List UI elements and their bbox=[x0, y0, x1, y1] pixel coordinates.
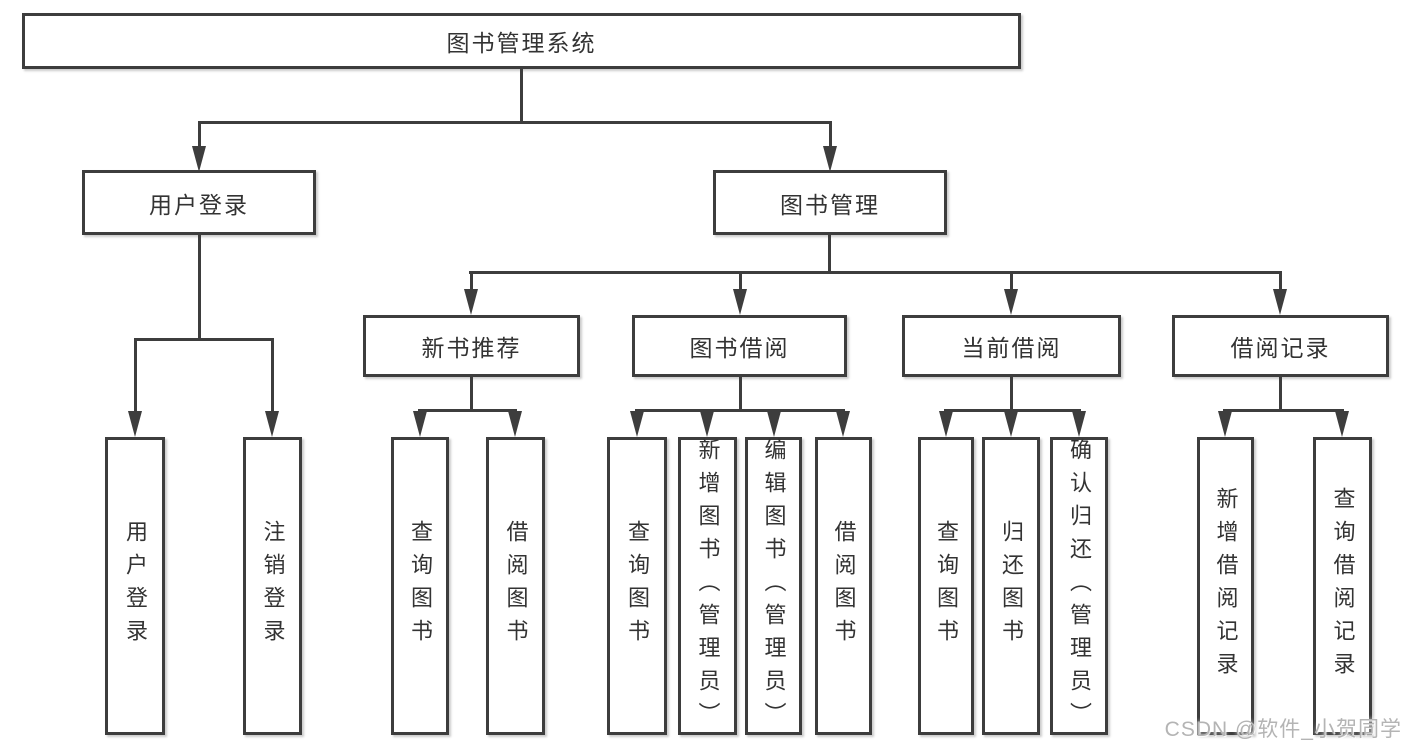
arrowhead-leaf-borrow-books-2 bbox=[836, 411, 850, 437]
connector-to-book-management bbox=[829, 121, 832, 149]
connector-user-login-bar bbox=[134, 338, 274, 341]
leaf-query-books-3-label: 查询图书 bbox=[934, 520, 959, 652]
leaf-logout: 注销登录 bbox=[243, 437, 302, 735]
node-borrow-records: 借阅记录 bbox=[1172, 315, 1389, 377]
leaf-borrow-books-1: 借阅图书 bbox=[486, 437, 545, 735]
node-book-borrow: 图书借阅 bbox=[632, 315, 847, 377]
arrowhead-leaf-add-record bbox=[1218, 411, 1232, 437]
connector-to-current-borrow bbox=[1010, 271, 1013, 293]
arrowhead-leaf-query-books-2 bbox=[630, 411, 644, 437]
node-user-login-label: 用户登录 bbox=[149, 191, 249, 218]
arrowhead-book-borrow bbox=[733, 289, 747, 315]
leaf-user-login: 用户登录 bbox=[105, 437, 165, 735]
connector-new-book-stem bbox=[470, 377, 473, 409]
connector-current-borrow-bar bbox=[944, 409, 1081, 412]
leaf-return-books-label: 归还图书 bbox=[999, 520, 1024, 652]
connector-to-borrow-records bbox=[1279, 271, 1282, 293]
arrowhead-leaf-borrow-books-1 bbox=[508, 411, 522, 437]
connector-new-book-bar bbox=[418, 409, 517, 412]
connector-to-leaf-user-login bbox=[134, 338, 137, 413]
leaf-edit-books-admin: 编辑图书（管理员） bbox=[745, 437, 802, 735]
leaf-edit-books-admin-label: 编辑图书（管理员） bbox=[761, 437, 787, 735]
connector-to-leaf-logout bbox=[271, 338, 274, 413]
leaf-borrow-books-2-label: 借阅图书 bbox=[831, 520, 857, 652]
connector-root-stem bbox=[520, 69, 523, 121]
leaf-query-books-2-label: 查询图书 bbox=[625, 520, 650, 652]
connector-borrow-records-stem bbox=[1279, 377, 1282, 409]
arrowhead-leaf-return-books bbox=[1004, 411, 1018, 437]
leaf-borrow-books-2: 借阅图书 bbox=[815, 437, 872, 735]
leaf-user-login-label: 用户登录 bbox=[123, 520, 148, 652]
arrowhead-borrow-records bbox=[1273, 289, 1287, 315]
connector-book-management-bar bbox=[469, 271, 1282, 274]
node-root-label: 图书管理系统 bbox=[446, 30, 597, 56]
connector-to-user-login bbox=[198, 121, 201, 149]
arrowhead-leaf-edit-books bbox=[767, 411, 781, 437]
leaf-query-books-3: 查询图书 bbox=[918, 437, 974, 735]
leaf-query-borrow-record: 查询借阅记录 bbox=[1313, 437, 1372, 735]
leaf-query-books-2: 查询图书 bbox=[607, 437, 667, 735]
leaf-borrow-books-1-label: 借阅图书 bbox=[503, 520, 529, 652]
arrowhead-book-management bbox=[823, 146, 837, 172]
arrowhead-new-book bbox=[464, 289, 478, 315]
arrowhead-leaf-logout bbox=[265, 411, 279, 437]
arrowhead-leaf-add-books bbox=[700, 411, 714, 437]
node-book-management-label: 图书管理 bbox=[780, 191, 880, 218]
connector-borrow-records-bar bbox=[1223, 409, 1344, 412]
leaf-query-books-1: 查询图书 bbox=[391, 437, 449, 735]
leaf-add-books-admin: 新增图书（管理员） bbox=[678, 437, 737, 735]
leaf-confirm-return-admin-label: 确认归还（管理员） bbox=[1067, 437, 1092, 735]
leaf-add-borrow-record: 新增借阅记录 bbox=[1197, 437, 1254, 735]
connector-book-management-stem bbox=[828, 235, 831, 271]
arrowhead-leaf-confirm-return bbox=[1072, 411, 1086, 437]
node-new-book-recommend-label: 新书推荐 bbox=[421, 335, 522, 361]
node-borrow-records-label: 借阅记录 bbox=[1230, 335, 1331, 361]
node-new-book-recommend: 新书推荐 bbox=[363, 315, 580, 377]
connector-book-borrow-bar bbox=[635, 409, 845, 412]
leaf-add-books-admin-label: 新增图书（管理员） bbox=[695, 437, 721, 735]
node-current-borrow-label: 当前借阅 bbox=[961, 335, 1062, 361]
arrowhead-leaf-user-login bbox=[128, 411, 142, 437]
connector-current-borrow-stem bbox=[1010, 377, 1013, 409]
arrowhead-leaf-query-books-3 bbox=[939, 411, 953, 437]
arrowhead-user-login bbox=[192, 146, 206, 172]
connector-root-bar bbox=[198, 121, 832, 124]
leaf-confirm-return-admin: 确认归还（管理员） bbox=[1050, 437, 1108, 735]
connector-to-new-book bbox=[470, 271, 473, 293]
connector-to-book-borrow bbox=[739, 271, 742, 293]
node-book-management: 图书管理 bbox=[713, 170, 947, 235]
arrowhead-current-borrow bbox=[1004, 289, 1018, 315]
arrowhead-leaf-query-record bbox=[1335, 411, 1349, 437]
leaf-return-books: 归还图书 bbox=[982, 437, 1040, 735]
connector-book-borrow-stem bbox=[739, 377, 742, 409]
node-root-library-system: 图书管理系统 bbox=[22, 13, 1021, 69]
leaf-logout-label: 注销登录 bbox=[260, 520, 286, 652]
leaf-add-borrow-record-label: 新增借阅记录 bbox=[1213, 487, 1239, 685]
node-book-borrow-label: 图书借阅 bbox=[689, 335, 790, 361]
csdn-watermark: CSDN @软件_小贺同学 bbox=[1164, 718, 1402, 741]
arrowhead-leaf-query-books-1 bbox=[413, 411, 427, 437]
connector-user-login-stem bbox=[198, 235, 201, 338]
node-user-login: 用户登录 bbox=[82, 170, 316, 235]
leaf-query-borrow-record-label: 查询借阅记录 bbox=[1330, 487, 1356, 685]
leaf-query-books-1-label: 查询图书 bbox=[408, 520, 433, 652]
node-current-borrow: 当前借阅 bbox=[902, 315, 1121, 377]
